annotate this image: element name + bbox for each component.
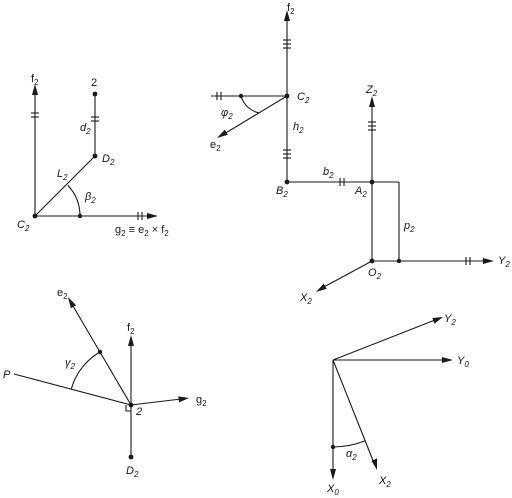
label-f2: f2 <box>287 2 295 16</box>
X2-axis <box>321 260 373 289</box>
label-Y2: Y2 <box>444 313 456 327</box>
label-g2-equation: g2 ≡ e2 × f2 <box>115 224 169 238</box>
right-angle-marker <box>125 405 131 412</box>
Y2-arrowhead <box>483 258 494 264</box>
point-2 <box>128 402 134 408</box>
line-to-P <box>13 373 132 406</box>
f2-arrowhead <box>128 335 134 346</box>
e2-arrowhead <box>68 297 77 309</box>
Y0-arrowhead <box>442 357 453 363</box>
point-g <box>77 213 83 219</box>
label-d2: d2 <box>80 122 91 136</box>
phi2-arc <box>240 95 260 114</box>
label-X2: X2 <box>299 292 312 306</box>
label-gamma2: γ2 <box>65 357 76 371</box>
label-C2: C2 <box>17 219 30 233</box>
X2-arrowhead <box>316 283 327 292</box>
label-f2: f2 <box>31 73 39 87</box>
point-phi <box>238 93 244 99</box>
label-D2: D2 <box>102 153 115 167</box>
panel-top-right: f2 C2 φ2 e2 h2 B2 b2 A2 Z2 p2 O2 Y2 X2 <box>210 2 510 306</box>
point-e-arc <box>97 349 103 355</box>
label-P: P <box>3 369 11 381</box>
label-Y0: Y0 <box>457 355 469 369</box>
label-C2: C2 <box>297 91 310 105</box>
label-phi2: φ2 <box>221 107 233 121</box>
label-Z2: Z2 <box>365 84 378 98</box>
label-h2: h2 <box>293 121 304 135</box>
X0-arrowhead <box>330 469 336 480</box>
point-B2 <box>284 179 290 185</box>
point-D2 <box>128 454 134 460</box>
Z2-arrowhead <box>369 96 375 107</box>
g2-arrowhead <box>178 396 189 403</box>
point-C2 <box>284 93 290 99</box>
point-alpha-arc <box>330 444 336 450</box>
point-p2-base <box>396 258 402 264</box>
point-2 <box>92 91 98 97</box>
label-A2: A2 <box>354 185 367 199</box>
label-g2: g2 <box>196 394 207 408</box>
label-O2: O2 <box>368 267 382 281</box>
label-beta2: β2 <box>84 191 96 205</box>
label-b2: b2 <box>323 166 334 180</box>
f2-arrowhead <box>32 84 38 95</box>
Y2-axis <box>332 319 436 361</box>
point-C2 <box>32 213 38 219</box>
label-p2: p2 <box>403 220 415 234</box>
point-D2 <box>92 153 98 159</box>
alpha2-arc <box>332 440 366 448</box>
X2-arrowhead <box>371 458 378 470</box>
label-2: 2 <box>91 77 97 89</box>
panel-bottom-left: e2 f2 γ2 P 2 g2 D2 <box>3 287 207 479</box>
label-X2: X2 <box>378 475 391 489</box>
panel-top-left: f2 2 d2 D2 L2 β2 C2 g2 ≡ e2 × f2 <box>17 73 169 238</box>
e2-axis <box>223 95 288 135</box>
point-O2 <box>369 258 375 264</box>
link-L2 <box>34 155 96 217</box>
label-f2: f2 <box>127 322 135 336</box>
label-B2: B2 <box>276 185 288 199</box>
label-alpha2: α2 <box>346 448 357 462</box>
label-e2: e2 <box>210 139 221 153</box>
label-X0: X0 <box>326 483 339 497</box>
e2-axis <box>72 305 132 406</box>
f2-arrowhead <box>284 10 290 21</box>
point-A2 <box>369 179 375 185</box>
e2-arrowhead <box>217 129 228 138</box>
label-L2: L2 <box>57 168 68 182</box>
Y2-arrowhead <box>432 317 443 324</box>
X2-axis <box>332 359 375 464</box>
label-2: 2 <box>135 406 142 418</box>
beta2-arc <box>67 184 81 217</box>
g2-axis <box>130 398 182 406</box>
g2-arrowhead <box>147 213 158 219</box>
gamma2-arc <box>70 351 101 390</box>
label-e2: e2 <box>57 287 68 301</box>
panel-bottom-right: Y2 Y0 α2 X0 X2 <box>326 313 469 497</box>
label-Y2: Y2 <box>498 255 510 269</box>
label-D2: D2 <box>126 465 139 479</box>
